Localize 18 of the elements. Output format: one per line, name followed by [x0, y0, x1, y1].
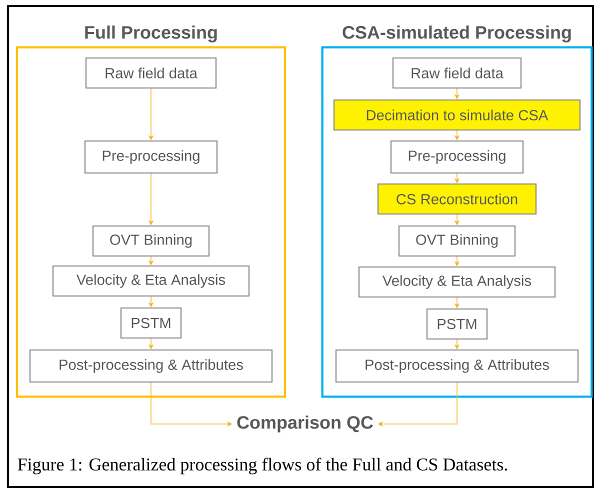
process-box: Velocity & Eta Analysis: [358, 266, 556, 298]
process-box: PSTM: [120, 307, 182, 339]
process-box: Post-processing & Attributes: [29, 349, 273, 383]
process-box: Pre-processing: [390, 140, 524, 174]
result-label: Comparison QC: [237, 416, 373, 432]
process-box: Raw field data: [85, 57, 217, 89]
process-box: OVT Binning: [398, 225, 516, 257]
group-title: Full Processing: [85, 26, 217, 42]
process-box: OVT Binning: [92, 225, 210, 257]
process-box: Post-processing & Attributes: [335, 349, 579, 383]
caption: Figure 1: Generalized processing flows of the Full and CS Datasets.: [18, 458, 507, 474]
process-box: Velocity & Eta Analysis: [52, 265, 250, 297]
process-box: PSTM: [426, 308, 488, 340]
group-title: CSA-simulated Processing: [342, 26, 571, 42]
process-box: Pre-processing: [84, 140, 218, 174]
process-box: CS Reconstruction: [377, 183, 537, 215]
process-box: Decimation to simulate CSA: [333, 99, 581, 131]
process-box: Raw field data: [392, 57, 522, 89]
